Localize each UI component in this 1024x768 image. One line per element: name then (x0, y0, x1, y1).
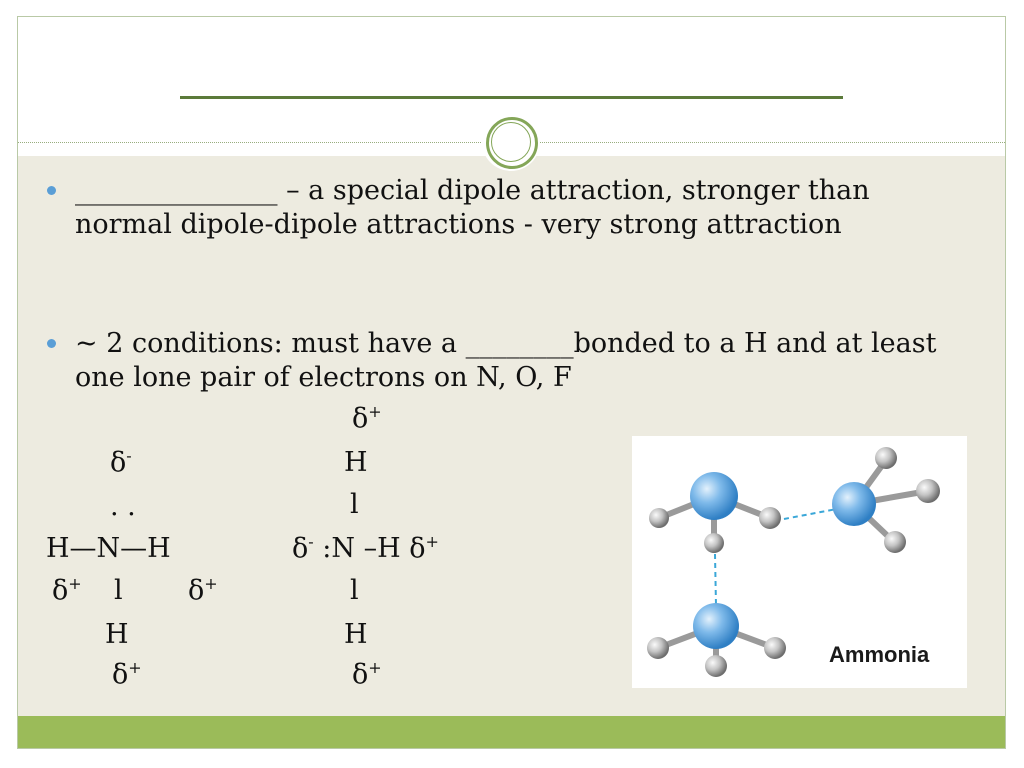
right-structure-main: δ- :N –H δ+ (292, 532, 439, 564)
right-delta-bottom: δ+ (352, 658, 382, 690)
left-delta-top: δ- (110, 446, 132, 478)
bullet-marker (47, 186, 56, 195)
bullet-marker (47, 339, 56, 348)
bullet-text-post: bonded to a H and at least one lone pair… (75, 328, 937, 393)
bullet-text-pre: ~ 2 conditions: must have a (75, 328, 466, 359)
left-h-bottom: H (105, 619, 129, 650)
right-h-bottom: H (344, 619, 368, 650)
hydrogen-bond-line (783, 507, 843, 520)
hydrogen-atom (764, 637, 786, 659)
fill-in-blank: _______________ (75, 175, 278, 206)
hydrogen-atom (704, 533, 724, 553)
hydrogen-bond-line (714, 553, 717, 607)
ammonia-figure: Ammonia (632, 436, 967, 688)
hydrogen-atom (649, 508, 669, 528)
bullet-hydrogen-bond-definition: _______________ – a special dipole attra… (75, 174, 955, 242)
hydrogen-atom (916, 479, 940, 503)
nitrogen-atom (690, 472, 738, 520)
figure-label: Ammonia (829, 642, 930, 667)
ammonia-molecules-illustration (647, 447, 940, 677)
hydrogen-atom (875, 447, 897, 469)
bullet-text: – a special dipole attraction, stronger … (75, 175, 870, 240)
right-delta-top: δ+ (352, 402, 382, 434)
left-structure-main: H—N—H (46, 533, 171, 564)
left-bond-down: l (114, 575, 123, 606)
hydrogen-atom (759, 507, 781, 529)
left-delta-right: δ+ (188, 574, 218, 606)
fill-in-blank: ________ (465, 328, 574, 359)
left-delta-bottom: δ+ (112, 658, 142, 690)
right-h-top: H (344, 447, 368, 478)
nitrogen-atom (693, 603, 739, 649)
decorative-ring-inner (491, 122, 531, 162)
bullet-conditions: ~ 2 conditions: must have a ________bond… (75, 327, 955, 395)
footer-bar (18, 716, 1005, 748)
hydrogen-atom (884, 531, 906, 553)
left-lone-pair: . . (110, 491, 136, 522)
right-bond-down: l (350, 575, 359, 606)
left-delta-left: δ+ (52, 574, 82, 606)
hydrogen-atom (705, 655, 727, 677)
title-blank-line (180, 96, 843, 99)
nitrogen-atom (832, 482, 876, 526)
right-bond-up: l (350, 489, 359, 520)
hydrogen-atom (647, 637, 669, 659)
